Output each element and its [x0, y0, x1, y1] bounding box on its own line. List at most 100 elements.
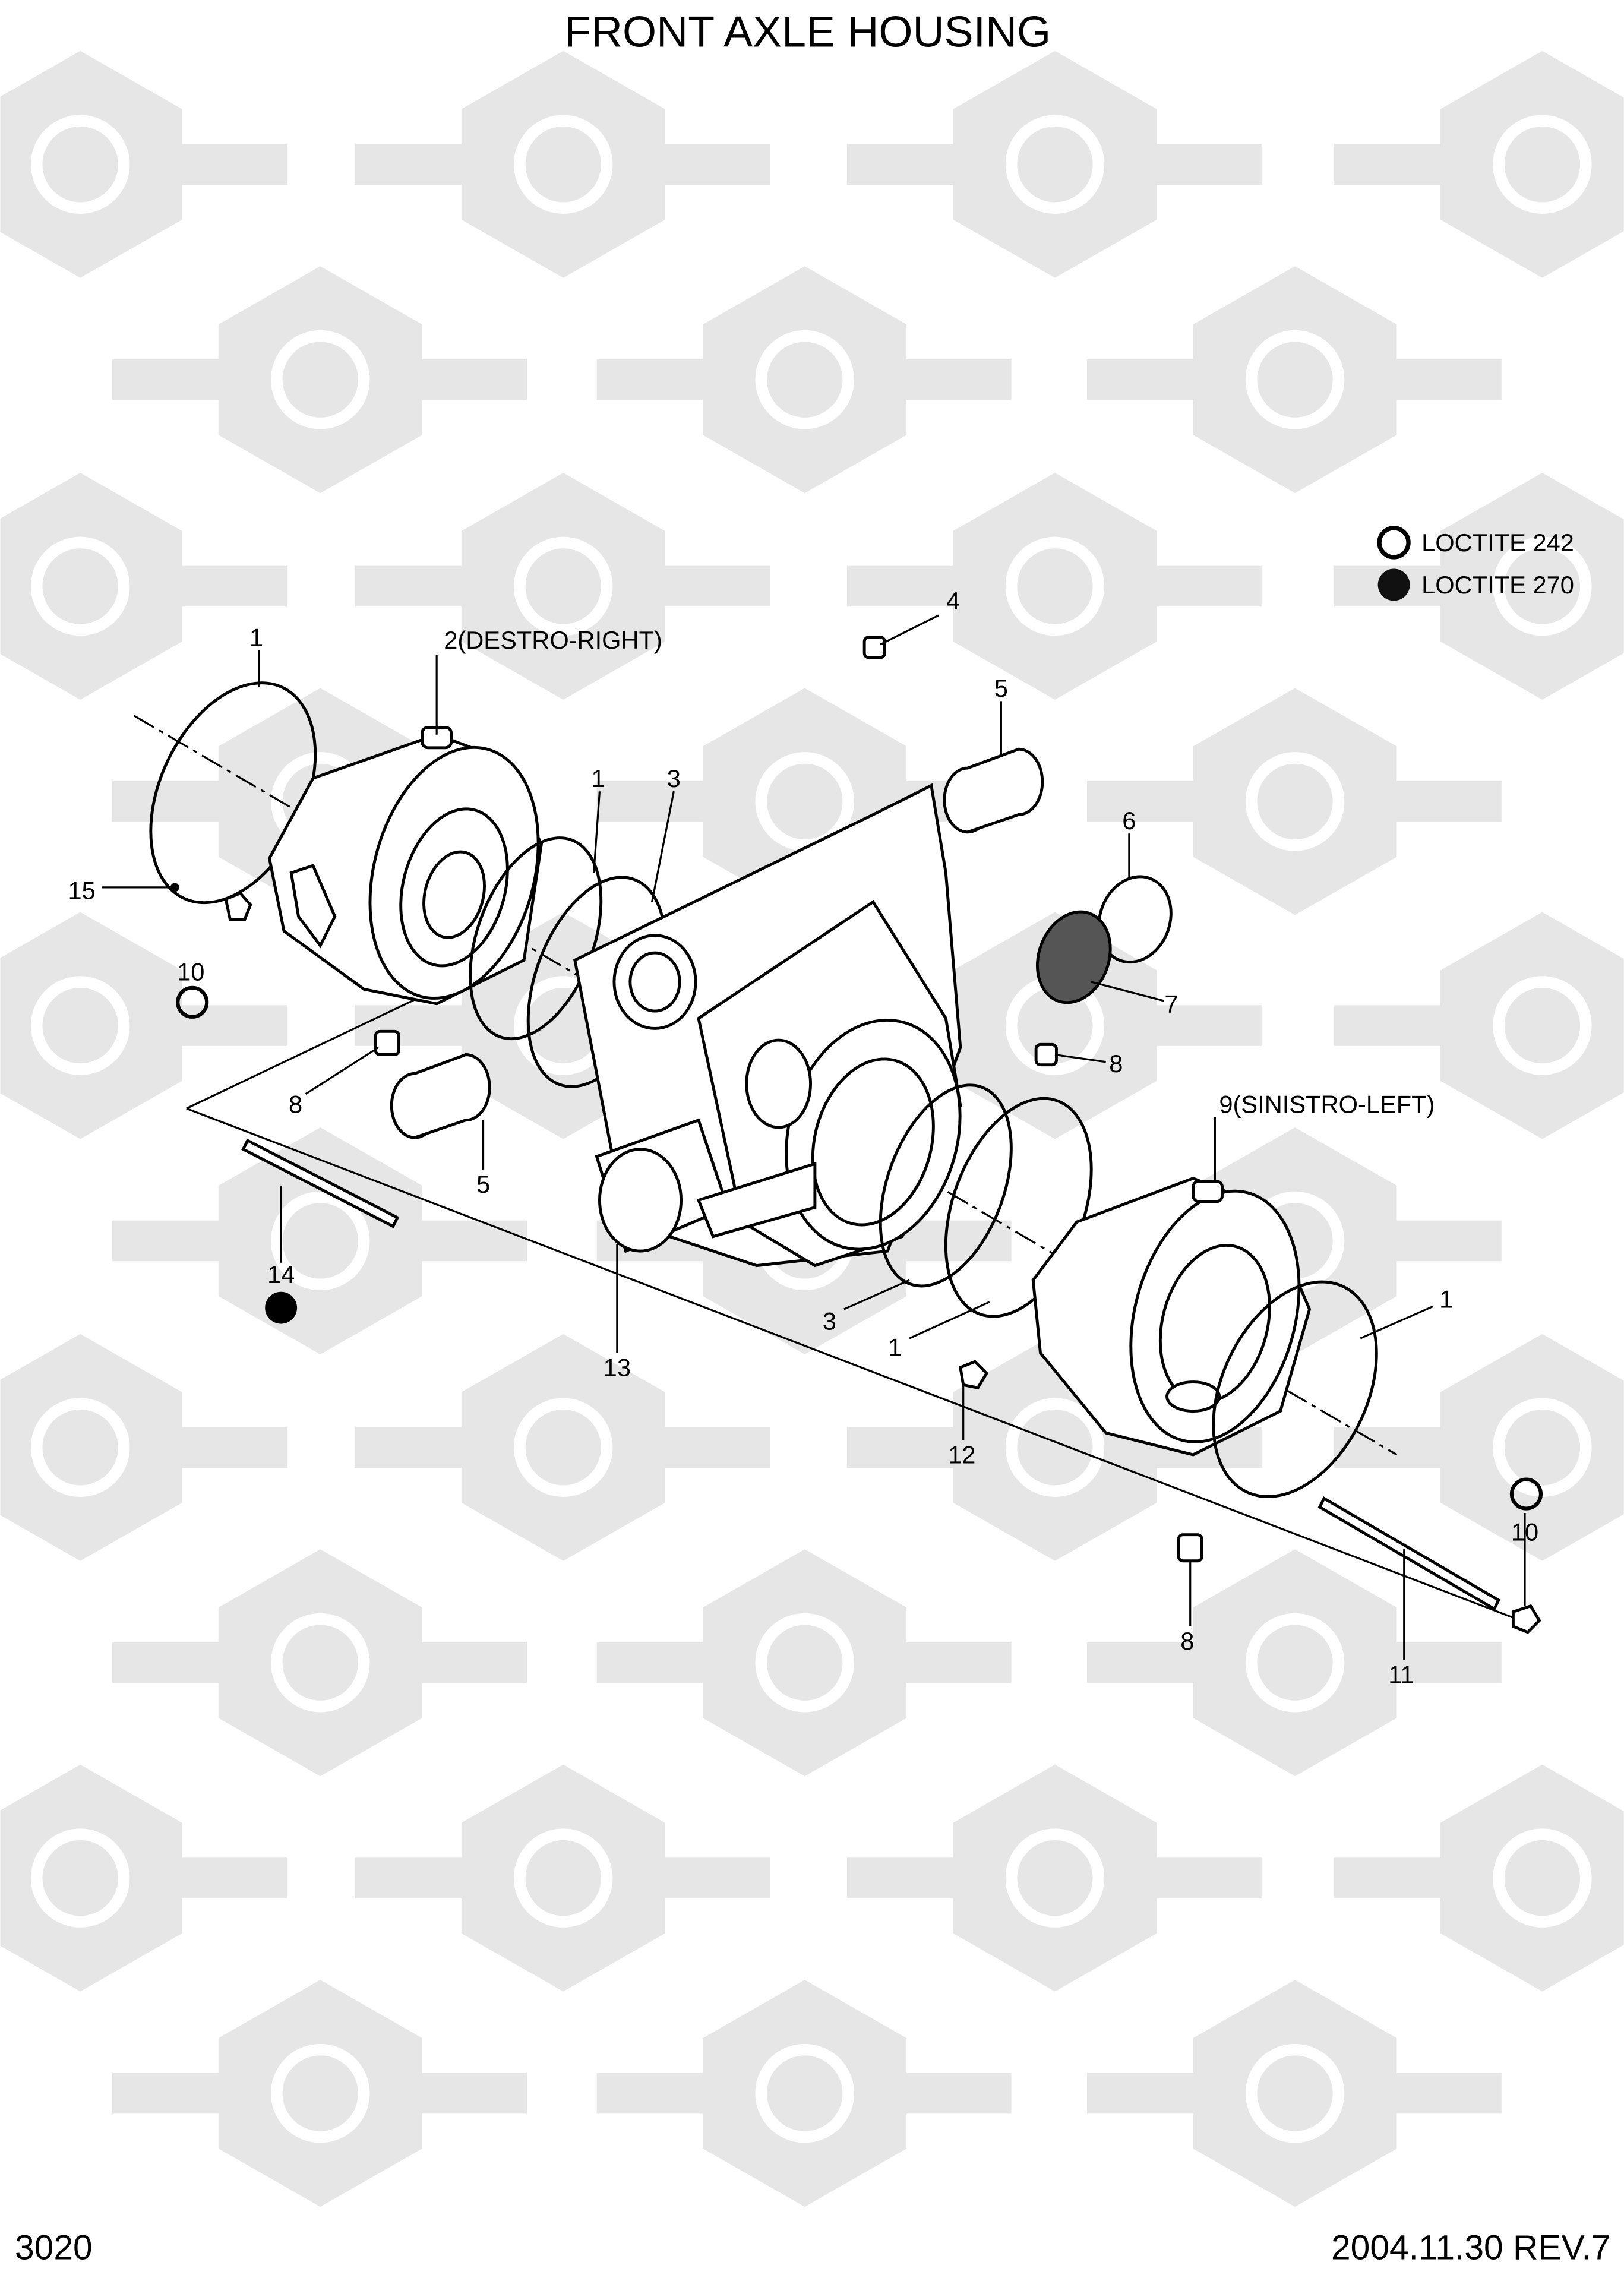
watermark-bar	[1086, 2073, 1256, 2114]
callout-13: 13	[604, 1354, 631, 1382]
callout-12: 12	[948, 1441, 975, 1469]
watermark-ring	[755, 330, 855, 429]
watermark-logo	[596, 1549, 1012, 1777]
watermark-ring	[270, 330, 370, 429]
callout-8: 8	[1109, 1050, 1123, 1078]
watermark-hexagon	[0, 1334, 182, 1561]
watermark-logo	[112, 1980, 527, 2207]
watermark-logo	[1086, 1980, 1502, 2207]
watermark-logo	[355, 1764, 770, 1992]
callout-14: 14	[267, 1260, 295, 1288]
watermark-logo	[596, 266, 1012, 494]
watermark-bar	[1334, 565, 1503, 607]
loctite-270-symbol	[265, 1291, 298, 1324]
axle-housing-13	[573, 783, 962, 1268]
callout-3: 3	[823, 1307, 836, 1335]
callout-11: 11	[1388, 1660, 1414, 1688]
bushing-5	[943, 747, 1044, 834]
watermark-bar	[112, 359, 282, 400]
watermark-hexagon	[1440, 1764, 1624, 1992]
watermark-logo	[112, 1549, 527, 1777]
stud-14	[241, 1138, 400, 1228]
watermark-logo	[1334, 1764, 1624, 1992]
watermark-ring	[1005, 1398, 1105, 1497]
watermark-logo	[1334, 1334, 1624, 1561]
callout-1: 1	[591, 764, 605, 792]
watermark-ring	[513, 536, 613, 636]
watermark-ring	[1005, 536, 1105, 636]
watermark-bar	[112, 781, 282, 822]
watermark-logo	[112, 1127, 527, 1354]
loctite-242-symbol	[1509, 1477, 1543, 1511]
watermark-ring	[270, 2043, 370, 2143]
watermark-hexagon	[1193, 1549, 1397, 1777]
watermark-logo	[846, 472, 1262, 700]
watermark-ring	[270, 1191, 370, 1291]
watermark-hexagon	[1193, 266, 1397, 494]
watermark-bar	[596, 359, 766, 400]
watermark-hexagon	[703, 266, 907, 494]
watermark-ring	[30, 536, 130, 636]
callout-labels: 1 2(DESTRO-RIGHT) 4 5 1 3 6 7 8 9(SINIST…	[68, 587, 1538, 1688]
callout-6: 6	[1122, 807, 1136, 835]
exploded-view-drawing	[102, 614, 1543, 1660]
callout-9: 9(SINISTRO-LEFT)	[1219, 1090, 1435, 1118]
watermark-hexagon	[218, 266, 422, 494]
watermark-ring	[513, 115, 613, 214]
legend: LOCTITE 242 LOCTITE 270	[1377, 526, 1574, 601]
watermark-bar	[846, 1427, 1016, 1468]
watermark-hexagon	[0, 912, 182, 1139]
leader-lines	[258, 614, 1526, 1660]
watermark-bar	[355, 1427, 525, 1468]
callout-10: 10	[1511, 1518, 1538, 1546]
watermark-bar	[596, 1642, 766, 1683]
watermark-logo	[0, 50, 287, 278]
watermark-ring	[755, 752, 855, 851]
watermark-bar	[112, 1642, 282, 1683]
snap-ring-6	[1097, 875, 1173, 964]
watermark-logo	[355, 50, 770, 278]
watermark-hexagon	[1440, 472, 1624, 700]
watermark-logo	[846, 1764, 1262, 1992]
watermark-bar	[355, 1857, 525, 1898]
watermark-logo	[0, 912, 287, 1139]
watermark-ring	[755, 1613, 855, 1713]
callout-1: 1	[1439, 1285, 1453, 1313]
watermark-ring	[1493, 115, 1592, 214]
watermark-hexagon	[0, 472, 182, 700]
callout-15: 15	[68, 876, 95, 904]
watermark-logo	[355, 1334, 770, 1561]
watermark-bar	[1086, 359, 1256, 400]
watermark-bar	[112, 2073, 282, 2114]
loctite-270-symbol	[1377, 568, 1410, 601]
watermark-bar	[596, 2073, 766, 2114]
hub-right-2	[267, 726, 544, 1006]
callout-8: 8	[289, 1090, 302, 1118]
plug-8	[374, 1029, 400, 1056]
callout-5: 5	[476, 1170, 490, 1198]
watermark-logo	[0, 472, 287, 700]
watermark-logo	[1334, 912, 1624, 1139]
watermark-logo	[0, 1334, 287, 1561]
watermark-bar	[1334, 1857, 1503, 1898]
watermark-logo	[1086, 1549, 1502, 1777]
watermark-hexagon	[461, 50, 665, 278]
watermark-bar	[1334, 1005, 1503, 1046]
watermark-ring	[513, 1398, 613, 1497]
watermark-hexagon	[0, 1764, 182, 1992]
watermark-hexagon	[1440, 50, 1624, 278]
stud-11	[1317, 1496, 1501, 1612]
watermark-ring	[30, 1828, 130, 1928]
watermark-ring	[513, 1828, 613, 1928]
callout-4: 4	[946, 587, 960, 615]
callout-7: 7	[1164, 990, 1178, 1018]
watermark-ring	[1245, 752, 1345, 851]
watermark-hexagon	[461, 472, 665, 700]
date-revision: 2004.11.30 REV.7	[1331, 2228, 1611, 2267]
callout-10: 10	[177, 958, 204, 986]
watermark-hexagon	[953, 50, 1157, 278]
watermark-logo	[1086, 688, 1502, 915]
watermark-hexagon	[461, 1764, 665, 1992]
watermark-ring	[30, 1398, 130, 1497]
